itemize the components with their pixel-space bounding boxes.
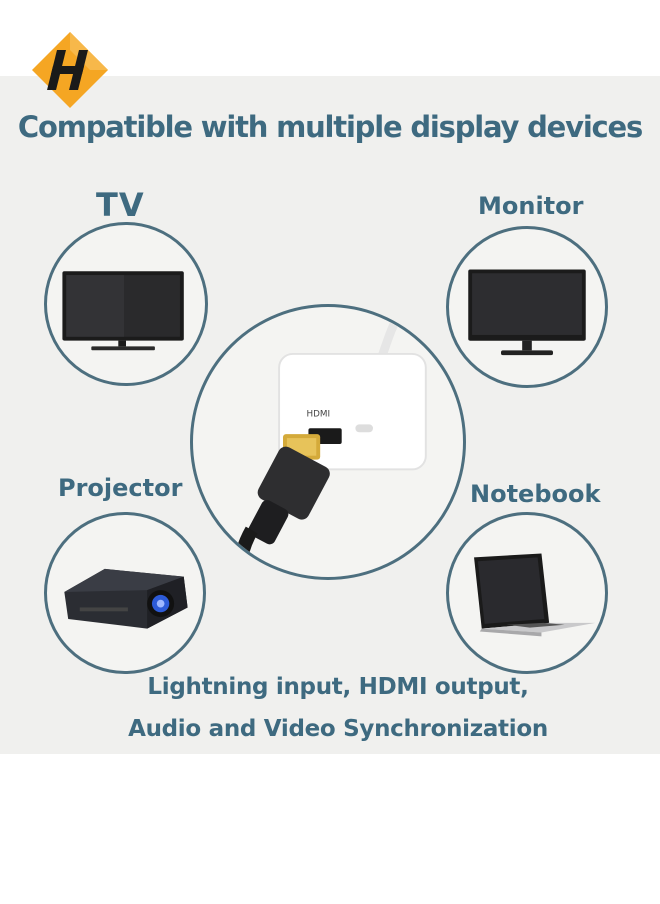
brand-logo: [30, 30, 110, 110]
feature-line-2: Audio and Video Synchronization: [128, 716, 548, 742]
tv-label: TV: [96, 186, 145, 224]
tv-circle: [44, 222, 208, 386]
projector-circle: [44, 512, 206, 674]
headline: Compatible with multiple display devices: [17, 110, 643, 144]
feature-line-1: Lightning input, HDMI output,: [147, 674, 529, 700]
hdmi-adapter-icon: HDMI: [231, 307, 427, 577]
monitor-icon: [468, 269, 586, 356]
laptop-icon: [474, 553, 596, 637]
h-logo-icon: [32, 32, 108, 108]
notebook-circle: [446, 512, 608, 674]
projector-icon: [64, 568, 188, 629]
monitor-circle: [446, 226, 608, 388]
adapter-circle: HDMI: [190, 304, 466, 580]
tv-icon: [62, 271, 184, 351]
monitor-label: Monitor: [478, 192, 584, 220]
notebook-label: Notebook: [470, 480, 601, 508]
projector-label: Projector: [58, 474, 183, 502]
adapter-port-label: HDMI: [306, 410, 330, 420]
